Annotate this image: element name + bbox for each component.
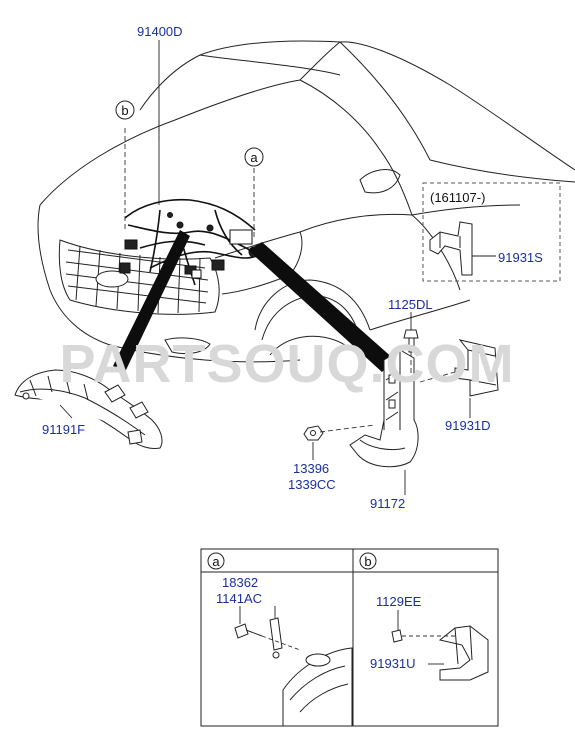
bracket-91931D[interactable] — [454, 339, 499, 397]
detail-a-marker: a — [212, 554, 220, 569]
detail-b-header: b — [359, 552, 377, 570]
car-illustration — [37, 40, 575, 363]
detail-a-drawing — [234, 617, 353, 727]
nut-13396[interactable] — [303, 425, 324, 441]
bracket-91172[interactable] — [349, 349, 419, 468]
bracket-91191F[interactable] — [14, 369, 163, 449]
detail-b-solid-leaders — [397, 610, 444, 665]
part-label-1339CC[interactable]: 1339CC — [288, 477, 336, 492]
date-range-inset: (161107-) — [422, 182, 561, 282]
part-label-91931S[interactable]: 91931S — [498, 250, 543, 265]
bolt-1129EE[interactable] — [391, 629, 403, 643]
detail-b-drawing — [391, 625, 489, 681]
callout-b-marker[interactable]: b — [115, 100, 135, 120]
part-label-13396[interactable]: 13396 — [293, 461, 329, 476]
watermark: PARTSOUQ.COM — [60, 334, 515, 394]
detail-a-header: a — [207, 552, 225, 570]
detail-table: a b — [200, 548, 499, 727]
leader-lines — [124, 120, 456, 433]
detail-a-solid-leaders — [239, 606, 276, 624]
date-range-label: (161107-) — [430, 190, 485, 205]
bracket-91931U[interactable] — [438, 625, 489, 681]
solid-leaders — [59, 40, 496, 495]
part-label-1141AC[interactable]: 1141AC — [216, 591, 262, 606]
bolt-1125DL[interactable] — [403, 329, 419, 353]
part-label-1125DL[interactable]: 1125DL — [388, 297, 433, 312]
leader-bands — [113, 230, 395, 372]
callout-a-label: a — [250, 150, 258, 165]
part-label-91400D[interactable]: 91400D — [137, 24, 183, 39]
clip-1141AC[interactable] — [269, 617, 283, 651]
part-label-91931D[interactable]: 91931D — [445, 418, 491, 433]
detail-b-marker: b — [364, 554, 371, 569]
callout-b-label: b — [121, 103, 128, 118]
part-label-18362[interactable]: 18362 — [222, 575, 258, 590]
harness-connectors — [119, 212, 260, 279]
part-label-1129EE[interactable]: 1129EE — [376, 594, 422, 609]
part-label-91191F[interactable]: 91191F — [42, 422, 85, 437]
part-label-91172[interactable]: 91172 — [370, 496, 405, 511]
part-label-91931U[interactable]: 91931U — [370, 656, 416, 671]
bracket-91931S[interactable] — [429, 221, 473, 276]
callout-a-marker[interactable]: a — [244, 147, 264, 167]
bolt-18362[interactable] — [234, 623, 249, 639]
